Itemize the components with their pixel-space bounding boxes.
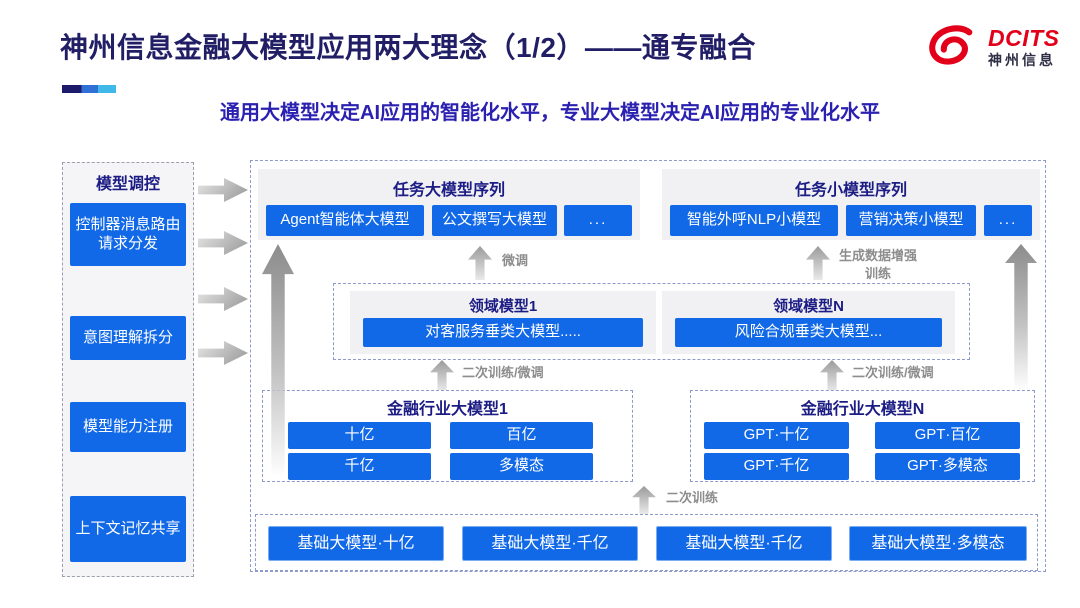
retrain-label: 二次训练 (666, 490, 719, 505)
domain-section-1: 领域模型1 对客服务垂类大模型..... (350, 291, 656, 354)
industry-model-box-1: 金融行业大模型1 十亿 百亿 千亿 多模态 (262, 390, 633, 482)
flow-arrow-right-icon (198, 231, 248, 255)
scale-chip: 多模态 (450, 453, 593, 480)
domain-section-n: 领域模型N 风险合规垂类大模型... (662, 291, 955, 354)
sidebar-item-intent: 意图理解拆分 (70, 316, 186, 360)
scale-chip: 十亿 (288, 422, 431, 449)
model-chip-more: ... (564, 205, 632, 236)
task-small-model-panel: 任务小模型序列 智能外呼NLP小模型 营销决策小模型 ... (662, 169, 1040, 240)
scale-chip: 百亿 (450, 422, 593, 449)
industry-title-1: 金融行业大模型1 (387, 401, 508, 418)
foundation-chip: 基础大模型·多模态 (849, 526, 1027, 561)
dcits-logo: DCITS 神州信息 (926, 18, 1066, 76)
slide-subtitle: 通用大模型决定AI应用的智能化水平，专业大模型决定AI应用的专业化水平 (220, 102, 880, 124)
flow-arrow-right-icon (198, 178, 248, 202)
foundation-models-box: 基础大模型·十亿 基础大模型·千亿 基础大模型·千亿 基础大模型·多模态 (255, 514, 1038, 571)
title-accent-bar (62, 85, 116, 93)
retrain-finetune-label-right: 二次训练/微调 (852, 365, 934, 380)
page-title: 神州信息金融大模型应用两大理念（1/2）——通专融合 (60, 32, 756, 63)
model-chip-doc-writing: 公文撰写大模型 (432, 205, 557, 236)
flow-arrow-right-icon (198, 341, 248, 365)
domain-models-box: 领域模型1 对客服务垂类大模型..... 领域模型N 风险合规垂类大模型... (333, 283, 970, 360)
task-large-model-panel: 任务大模型序列 Agent智能体大模型 公文撰写大模型 ... (258, 169, 640, 240)
model-chip-outbound-nlp: 智能外呼NLP小模型 (670, 205, 838, 236)
domain-model-chip: 对客服务垂类大模型..... (363, 318, 643, 347)
domain-title-1: 领域模型1 (468, 298, 538, 315)
scale-chip: 千亿 (288, 453, 431, 480)
domain-title-n: 领域模型N (773, 298, 844, 315)
scale-chip: GPT·千亿 (704, 453, 849, 480)
foundation-chip: 基础大模型·千亿 (656, 526, 832, 561)
task-large-title: 任务大模型序列 (392, 182, 505, 199)
augment-train-label: 生成数据增强训练 (838, 248, 917, 281)
flow-arrow-right-icon (198, 287, 248, 311)
logo-brand-cn: 神州信息 (988, 52, 1056, 69)
model-chip-marketing: 营销决策小模型 (846, 205, 976, 236)
logo-brand: DCITS (988, 25, 1060, 52)
model-chip-more: ... (984, 205, 1032, 236)
scale-chip: GPT·百亿 (875, 422, 1020, 449)
model-control-title: 模型调控 (95, 176, 160, 193)
domain-model-chip: 风险合规垂类大模型... (675, 318, 942, 347)
model-chip-agent: Agent智能体大模型 (266, 205, 424, 236)
scale-chip: GPT·多模态 (875, 453, 1020, 480)
dcits-swirl-icon (929, 25, 973, 65)
industry-model-box-n: 金融行业大模型N GPT·十亿 GPT·百亿 GPT·千亿 GPT·多模态 (690, 390, 1035, 482)
retrain-finetune-label-left: 二次训练/微调 (462, 365, 544, 380)
industry-title-n: 金融行业大模型N (800, 401, 925, 418)
task-small-title: 任务小模型序列 (794, 182, 907, 199)
foundation-chip: 基础大模型·十亿 (268, 526, 444, 561)
sidebar-item-context: 上下文记忆共享 (70, 496, 186, 562)
foundation-chip: 基础大模型·千亿 (462, 526, 638, 561)
scale-chip: GPT·十亿 (704, 422, 849, 449)
sidebar-item-router: 控制器消息路由请求分发 (70, 203, 186, 266)
sidebar-item-register: 模型能力注册 (70, 402, 186, 452)
finetune-label: 微调 (502, 253, 529, 268)
